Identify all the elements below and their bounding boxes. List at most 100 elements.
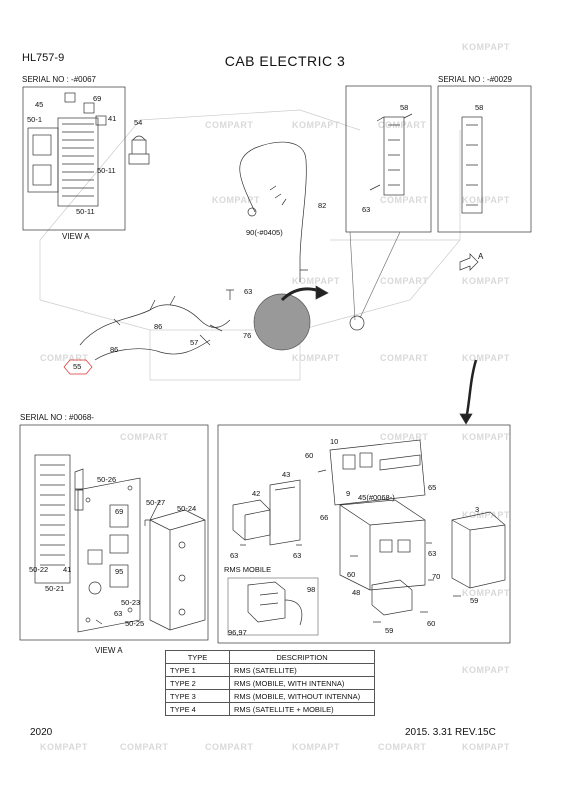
callout-58: 58	[400, 103, 409, 112]
watermark-text: COMPART	[380, 432, 429, 442]
rms-mobile-label: RMS MOBILE	[224, 565, 272, 574]
description-cell: RMS (SATELLITE)	[229, 663, 375, 677]
footer-revision: 2015. 3.31 REV.15C	[405, 727, 496, 738]
callout-59: 59	[470, 596, 479, 605]
watermark-text: COMPART	[380, 276, 429, 286]
callout-63: 63	[293, 551, 302, 560]
watermark-text: KOMPAPT	[292, 276, 340, 286]
table-row: TYPE 2 RMS (MOBILE, WITH INTENNA)	[165, 676, 375, 690]
view-a-label-bottom: VIEW A	[95, 646, 123, 655]
watermark-text: COMPART	[378, 120, 427, 130]
watermark-text: KOMPAPT	[462, 588, 510, 598]
callout-45-0068: 45(#0068-)	[358, 493, 395, 502]
table-row: TYPE 3 RMS (MOBILE, WITHOUT INTENNA)	[165, 689, 375, 703]
callout-55: 55	[73, 362, 82, 371]
type-cell: TYPE 1	[165, 663, 230, 677]
callout-96-97: 96,97	[228, 628, 247, 637]
page-title: CAB ELECTRIC 3	[224, 53, 346, 69]
type-table: TYPE DESCRIPTION TYPE 1 RMS (SATELLITE) …	[165, 650, 375, 716]
description-cell: RMS (MOBILE, WITH INTENNA)	[229, 676, 375, 690]
callout-50-11: 50-11	[97, 166, 116, 175]
watermark-text: KOMPAPT	[292, 120, 340, 130]
description-cell: RMS (SATELLITE + MOBILE)	[229, 702, 375, 716]
callout-50-23: 50-23	[121, 598, 141, 607]
callout-66: 66	[320, 513, 329, 522]
watermark-text: KOMPAPT	[462, 42, 510, 52]
callout-82: 82	[318, 201, 327, 210]
callout-50-24: 50-24	[177, 504, 197, 513]
description-cell: RMS (MOBILE, WITHOUT INTENNA)	[229, 689, 375, 703]
callout-59: 59	[385, 626, 394, 635]
callout-9: 9	[346, 489, 351, 498]
watermark-text: KOMPAPT	[40, 742, 88, 752]
callout-45: 45	[35, 100, 44, 109]
callout-60: 60	[347, 570, 356, 579]
callout-54: 54	[134, 118, 143, 127]
view-a-label-top: VIEW A	[62, 232, 90, 241]
watermark-text: COMPART	[205, 742, 254, 752]
callout-50-1: 50-1	[27, 115, 43, 124]
watermark-text: KOMPAPT	[462, 276, 510, 286]
footer-year: 2020	[30, 727, 53, 738]
type-cell: TYPE 2	[165, 676, 230, 690]
callout-95: 95	[115, 567, 124, 576]
callout-50-22: 50-22	[29, 565, 49, 574]
callout-70: 70	[432, 572, 441, 581]
watermark-text: KOMPAPT	[292, 742, 340, 752]
callout-48: 48	[352, 588, 361, 597]
table-header-row: TYPE DESCRIPTION	[165, 650, 375, 664]
callout-98: 98	[307, 585, 316, 594]
callout-43: 43	[282, 470, 291, 479]
callout-41: 41	[108, 114, 117, 123]
callout-3: 3	[475, 505, 480, 514]
watermark-text: COMPART	[378, 742, 427, 752]
serial-label-0068: SERIAL NO : #0068-	[20, 413, 94, 422]
callout-10: 10	[330, 437, 339, 446]
callout-50-27: 50-27	[146, 498, 166, 507]
table-row: TYPE 1 RMS (SATELLITE)	[165, 663, 375, 677]
watermark-text: KOMPAPT	[462, 510, 510, 520]
callout-63: 63	[114, 609, 123, 618]
callout-63: 63	[362, 205, 371, 214]
callout-63: 63	[230, 551, 239, 560]
watermark-text: COMPART	[120, 742, 169, 752]
callout-65: 65	[428, 483, 437, 492]
callout-58: 58	[475, 103, 484, 112]
type-cell: TYPE 3	[165, 689, 230, 703]
callout-69: 69	[93, 94, 102, 103]
callout-42: 42	[252, 489, 261, 498]
callout-69: 69	[115, 507, 124, 516]
watermark-text: KOMPAPT	[462, 742, 510, 752]
callout-50-11: 50-11	[76, 207, 95, 216]
watermark-text: KOMPAPT	[212, 195, 260, 205]
serial-label-0029: SERIAL NO : -#0029	[438, 75, 512, 84]
watermark-text: COMPART	[380, 353, 429, 363]
watermark-text: COMPART	[205, 120, 254, 130]
callout-90: 90(-#0405)	[246, 228, 283, 237]
callout-63: 63	[428, 549, 437, 558]
callout-86: 86	[154, 322, 163, 331]
watermark-text: KOMPAPT	[462, 353, 510, 363]
watermark-text: KOMPAPT	[462, 195, 510, 205]
callout-57: 57	[190, 338, 199, 347]
model-number: HL757-9	[22, 52, 65, 64]
type-cell: TYPE 4	[165, 702, 230, 716]
callout-50-21: 50-21	[45, 584, 65, 593]
watermark-text: KOMPAPT	[462, 432, 510, 442]
callout-76: 76	[243, 331, 252, 340]
watermark-text: KOMPAPT	[462, 665, 510, 675]
watermark-text: COMPART	[380, 195, 429, 205]
watermark-text: COMPART	[120, 432, 169, 442]
callout-63: 63	[244, 287, 253, 296]
serial-label-0067: SERIAL NO : -#0067	[22, 75, 96, 84]
watermark-text: KOMPAPT	[292, 353, 340, 363]
watermark-text: COMPART	[40, 353, 89, 363]
table-header-type: TYPE	[165, 650, 230, 664]
view-a-arrow-label: A	[478, 252, 484, 261]
table-row: TYPE 4 RMS (SATELLITE + MOBILE)	[165, 702, 375, 716]
callout-50-26: 50-26	[97, 475, 117, 484]
callout-41: 41	[63, 565, 72, 574]
callout-86: 86	[110, 345, 119, 354]
callout-50-25: 50-25	[125, 619, 145, 628]
